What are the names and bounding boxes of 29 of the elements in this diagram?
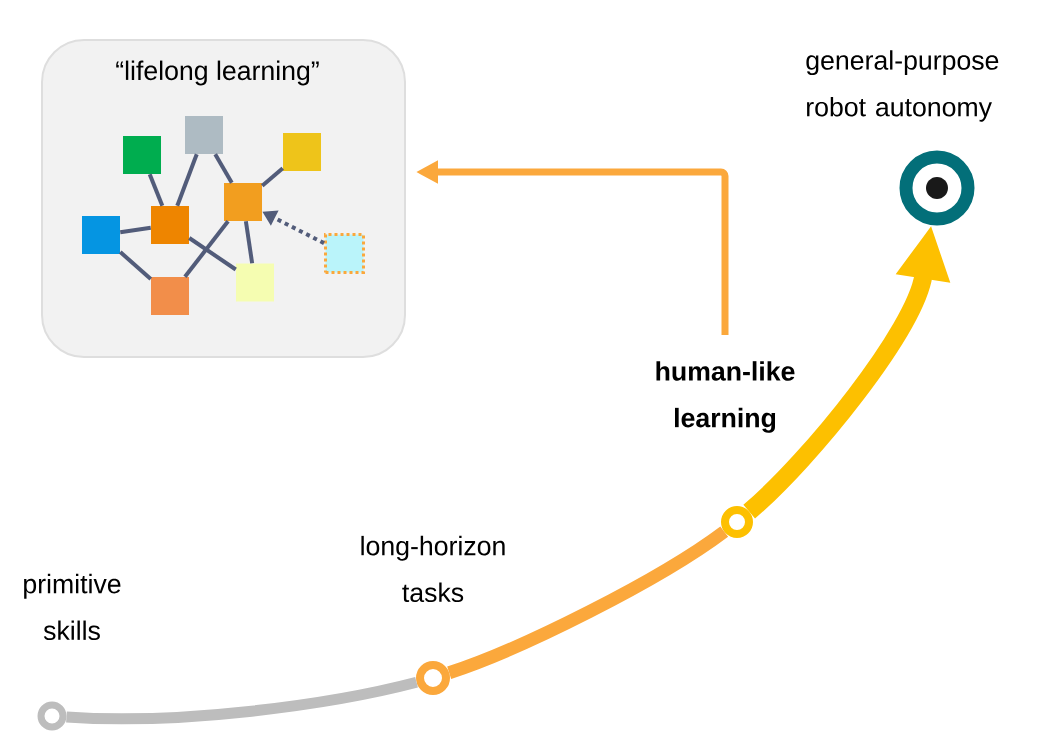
connector-line — [188, 236, 237, 272]
connector-line — [183, 220, 230, 278]
node-label: primitive skills — [24, 573, 121, 641]
square — [82, 216, 120, 254]
square — [123, 136, 161, 174]
connector-line — [175, 153, 199, 207]
square — [236, 263, 274, 302]
connector-line — [118, 250, 153, 281]
node-label: general-purpose robot autonomy — [806, 50, 999, 122]
square — [185, 116, 223, 154]
square — [151, 206, 189, 244]
square — [224, 183, 262, 221]
target-marker — [899, 150, 975, 226]
connector-line — [261, 166, 285, 188]
square — [151, 277, 189, 315]
panel-title: “lifelong learning” — [116, 60, 319, 86]
milestone-circle — [721, 506, 753, 538]
connector-line — [147, 173, 165, 207]
connector-line — [119, 225, 152, 235]
connector-line — [213, 153, 234, 184]
node-label: long-horizon tasks — [361, 535, 505, 603]
progress-curve — [447, 526, 728, 679]
progress-curve — [66, 676, 418, 725]
connector-line — [243, 220, 255, 264]
square — [283, 133, 321, 171]
milestone-circle — [37, 701, 67, 731]
node-label: human-like learning — [656, 361, 795, 433]
square — [324, 233, 365, 274]
milestone-circle — [416, 661, 450, 695]
